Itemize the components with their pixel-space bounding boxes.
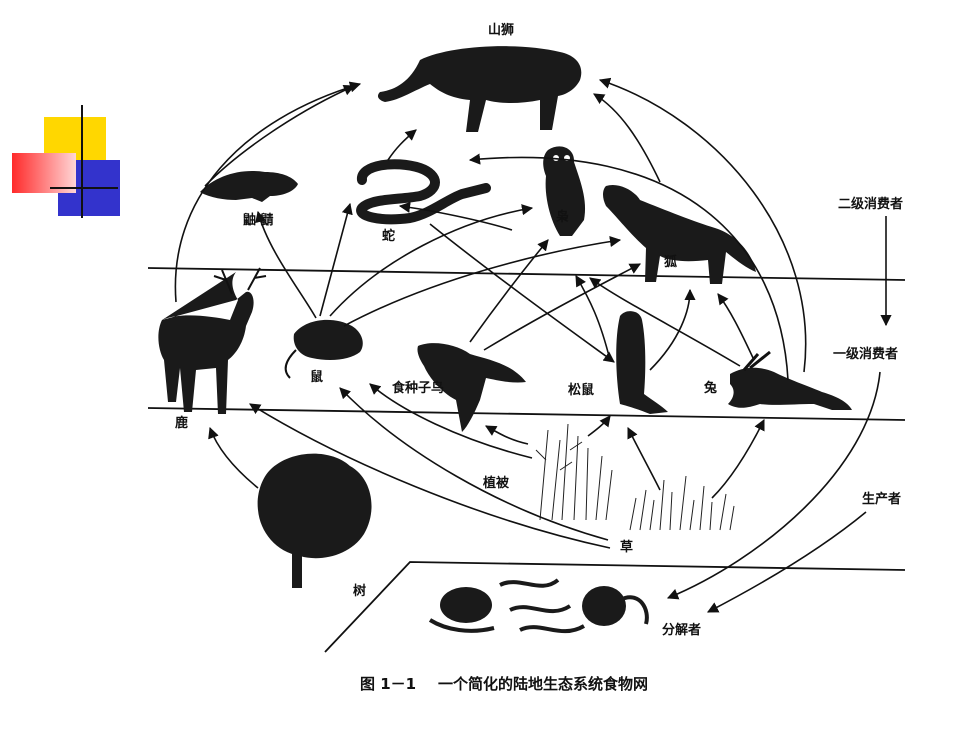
arrow-grass-to-squirrel — [627, 426, 661, 491]
decomposers-illustration: 分解者 — [428, 578, 701, 638]
arrow-grass-to-rabbit — [711, 418, 765, 499]
arrow-squirrel-to-fox — [649, 288, 696, 371]
caption-prefix: 图 1－1 — [360, 675, 416, 693]
seedbird-illustration: 食种子鸟 — [392, 343, 526, 432]
squirrel-illustration: 松鼠 — [568, 311, 668, 414]
arrow-snake-to-squirrel — [429, 223, 615, 363]
arrow-vegetation-to-squirrel — [587, 415, 611, 437]
deer-illustration: 鹿 — [158, 267, 267, 431]
figure-caption: 图 1－1 一个简化的陆地生态系统食物网 — [360, 675, 648, 693]
grass-illustration: 草 — [620, 475, 735, 555]
mouse-illustration: 鼠 — [284, 319, 363, 385]
rabbit-illustration: 兔 — [703, 350, 852, 410]
decomposers-label: 分解者 — [662, 622, 701, 638]
primary-consumer-label: 一级消费者 — [833, 346, 898, 362]
fox-label: 狐 — [664, 254, 677, 270]
tree-label: 树 — [353, 583, 366, 599]
level-lines — [147, 267, 906, 653]
arrow-seedbird-to-owl — [469, 239, 549, 343]
arrow-snake-to-cougar — [387, 129, 417, 161]
secondary-level-line — [147, 267, 906, 281]
arrow-grass-to-deer — [249, 403, 611, 549]
weasel-illustration: 鼬 鼱 — [200, 170, 298, 228]
arrow-rabbit-to-cougar — [598, 77, 807, 373]
caption-text: 一个简化的陆地生态系统食物网 — [438, 675, 648, 693]
cougar-label: 山狮 — [488, 22, 514, 38]
arrow-mouse-to-weasel — [255, 210, 317, 319]
owl-label: 枭 — [555, 209, 569, 225]
arrow-deer-to-cougar — [174, 81, 362, 303]
grass-label: 草 — [620, 539, 633, 555]
tree-illustration: 树 — [257, 453, 372, 599]
vegetation-illustration: 植被 — [482, 423, 613, 521]
primary-to-decomposer-arrow — [666, 371, 881, 600]
snake-illustration: 蛇 — [356, 159, 491, 244]
decomposer-level-line — [324, 561, 906, 653]
snake-label: 蛇 — [382, 228, 395, 244]
arrow-mouse-to-owl — [329, 204, 534, 317]
producer-to-decomposer-arrow — [707, 511, 867, 613]
deer-label: 鹿 — [175, 415, 188, 431]
corner-decoration — [12, 105, 120, 218]
arrow-mouse-to-fox — [343, 235, 622, 327]
mouse-label: 鼠 — [310, 369, 323, 385]
arrow-weasel-to-cougar — [204, 84, 356, 187]
arrow-seedbird-to-fox — [483, 263, 641, 351]
primary-level-line — [147, 407, 906, 421]
arrow-tree-to-deer — [208, 426, 259, 489]
arrow-seedbird-to-snake — [398, 201, 513, 231]
squirrel-label: 松鼠 — [568, 382, 594, 398]
secondary-consumer-label: 二级消费者 — [838, 196, 903, 212]
arrow-mouse-to-snake — [319, 202, 353, 317]
arrow-vegetation-to-mouse — [369, 383, 533, 459]
food-web-arrows — [174, 77, 807, 549]
arrow-squirrel-to-owl — [468, 153, 789, 381]
owl-illustration: 枭 — [543, 146, 586, 236]
cougar-illustration: 山狮 — [377, 22, 582, 132]
producer-label: 生产者 — [862, 491, 901, 507]
arrow-vegetation-to-seedbird — [485, 425, 529, 445]
seedbird-label: 食种子鸟 — [392, 380, 444, 396]
rabbit-label: 兔 — [703, 380, 717, 396]
arrow-squirrel-to-owl-2 — [575, 275, 611, 361]
arrow-rabbit-to-owl — [589, 277, 741, 367]
fox-illustration: 狐 — [603, 184, 756, 284]
arrow-fox-to-cougar — [593, 93, 661, 183]
vegetation-label: 植被 — [482, 475, 510, 491]
arrow-grass-to-mouse — [339, 387, 609, 541]
arrow-rabbit-to-fox — [717, 293, 755, 361]
level-legend: 二级消费者 一级消费者 生产者 — [666, 196, 903, 613]
red-square — [12, 153, 76, 193]
